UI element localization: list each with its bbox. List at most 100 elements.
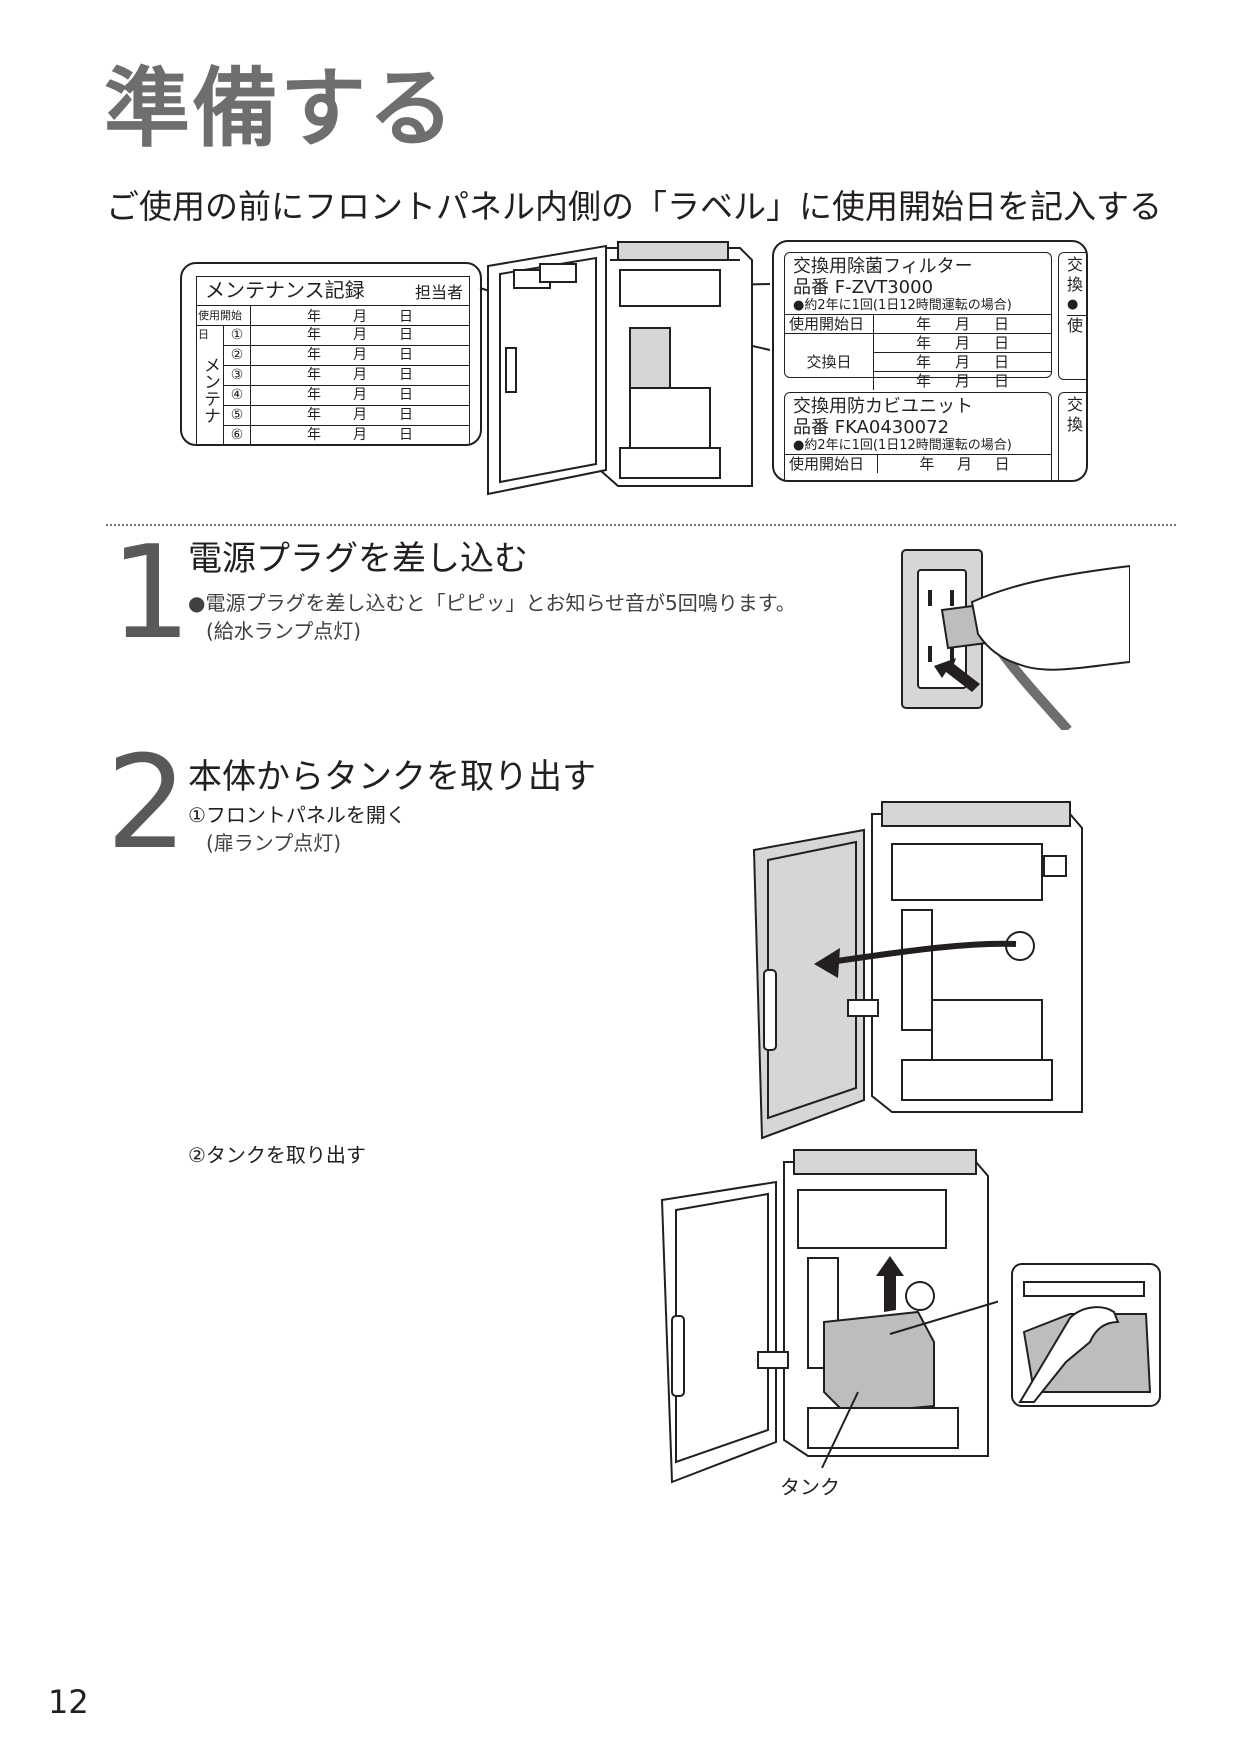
top-grille [793,1149,977,1175]
label-position-2 [539,263,577,283]
date-month: 月 [353,367,367,383]
date-year: 年 [307,327,321,343]
door-handle [671,1315,685,1397]
date-day: 日 [399,327,413,343]
date-year: 年 [915,334,931,352]
top-grille [617,241,729,261]
filter-start-label: 使用開始日 [785,315,873,334]
hand-detail [1018,1306,1120,1403]
date-day: 日 [399,367,413,383]
upper-filter [891,843,1043,901]
filter-date-row: 年月日 [874,315,1051,334]
door-handle [763,969,777,1051]
tank-leader-line [821,1391,859,1469]
date-day: 日 [399,427,413,443]
maintenance-row-number: ② [224,346,251,365]
step-1-note: ●電源プラグを差し込むと「ピピッ」とお知らせ音が5回鳴ります。 [188,591,796,615]
mold-part-number: 品番 FKA0430072 [793,417,950,438]
tank-grip-detail-illustration [1011,1263,1161,1407]
front-panel-door [660,1180,777,1484]
maintenance-row: ③ 年 月 日 [224,366,469,386]
maintenance-row-number: ⑥ [224,426,251,444]
filter-name: 交換用除菌フィルター [793,256,973,277]
lift-arrow-icon [876,1256,904,1312]
maintenance-row: ⑥ 年 月 日 [224,426,469,444]
tank [931,999,1043,1061]
maintenance-row: ⑤ 年 月 日 [224,406,469,426]
date-year: 年 [915,372,931,390]
date-month: 月 [353,327,367,343]
step-2-sub-1: ①フロントパネルを開く [188,803,406,827]
door-handle [505,347,517,393]
date-day: 日 [993,372,1009,390]
filter-label-card: 交換用除菌フィルター 品番 F-ZVT3000 ●約2年に1回(1日12時間運転… [772,240,1088,482]
date-month: 月 [353,347,367,363]
date-year: 年 [307,407,321,423]
mold-side-clip: 交換 [1058,392,1086,480]
step-2-number: 2 [106,729,188,878]
date-day: 日 [399,308,413,325]
remove-tank-illustration [660,1149,998,1484]
mold-interval: ●約2年に1回(1日12時間運転の場合) [793,438,1012,453]
detail-callout-line [889,1300,998,1335]
maintenance-row: ④ 年 月 日 [224,386,469,406]
date-day: 日 [399,387,413,403]
date-year: 年 [307,308,321,325]
date-month: 月 [353,407,367,423]
step-1-note-2: (給水ランプ点灯) [206,619,362,643]
filter-replace-label: 交換日 [806,353,852,371]
maintenance-row: ② 年 月 日 [224,346,469,366]
date-month: 月 [954,353,970,371]
arrow-head-icon [814,948,840,978]
section-divider [106,524,1176,526]
date-month: 月 [353,387,367,403]
mold-start-label: 使用開始日 [785,455,878,473]
date-year: 年 [307,387,321,403]
tank [823,1310,935,1416]
section-subtitle: ご使用の前にフロントパネル内側の「ラベル」に使用開始日を記入する [106,187,1162,226]
step-1-number: 1 [110,519,192,668]
date-month: 月 [954,372,970,390]
maintenance-side-label: メンテナ [197,326,224,444]
maintenance-row-number: ⑤ [224,406,251,425]
top-grille [881,801,1071,827]
date-day: 日 [993,353,1009,371]
step-2-title: 本体からタンクを取り出す [188,757,596,797]
open-door [487,244,607,496]
insert-arrow-icon [934,658,980,692]
upper-filter [797,1189,947,1249]
date-year: 年 [307,427,321,443]
filter-interval: ●約2年に1回(1日12時間運転の場合) [793,298,1012,313]
open-direction-arrow [829,940,1017,965]
date-day: 日 [399,347,413,363]
maintenance-heading: メンテナンス記録 [205,278,365,302]
filter-side-clip: 交換 ● 使 [1058,252,1086,380]
filter-date-row: 年月日 [874,353,1051,372]
label-location-illustration [479,241,770,496]
date-year: 年 [915,315,931,333]
maintenance-row-number: ③ [224,366,251,385]
page-title: 準備する [104,59,456,159]
filter-date-row: 年月日 [874,334,1051,353]
maintenance-staff: 担当者 [414,283,463,302]
mold-name: 交換用防カビユニット [793,396,973,417]
step-1-title: 電源プラグを差し込む [188,539,528,579]
date-month: 月 [353,427,367,443]
date-year: 年 [307,367,321,383]
date-day: 日 [993,334,1009,352]
plug-illustration [901,549,1130,730]
open-front-panel-illustration [752,801,1083,1140]
hand [970,564,1130,671]
date-month: 月 [954,334,970,352]
filter-part-number: 品番 F-ZVT3000 [793,277,934,298]
maintenance-start-label: 使用開始日 [197,306,251,341]
step-2-sub-1-note: (扉ランプ点灯) [206,831,342,855]
maintenance-row-number: ④ [224,386,251,405]
date-day: 日 [399,407,413,423]
page-number: 12 [48,1683,89,1721]
date-year: 年 [307,347,321,363]
date-month: 月 [954,315,970,333]
date-month: 月 [353,308,367,325]
